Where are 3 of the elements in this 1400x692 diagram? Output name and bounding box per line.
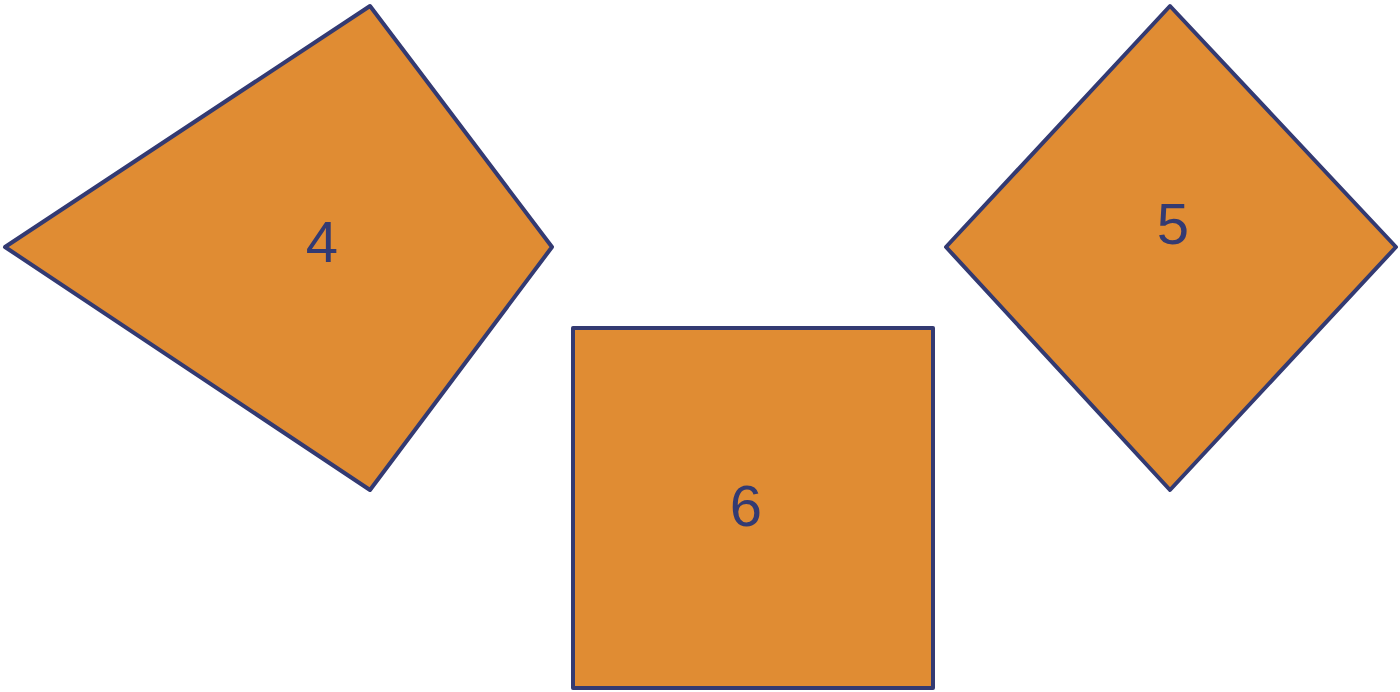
shape-number: 4 [305, 213, 339, 271]
shape-number: 6 [729, 477, 763, 535]
shape-number: 5 [1156, 195, 1190, 253]
